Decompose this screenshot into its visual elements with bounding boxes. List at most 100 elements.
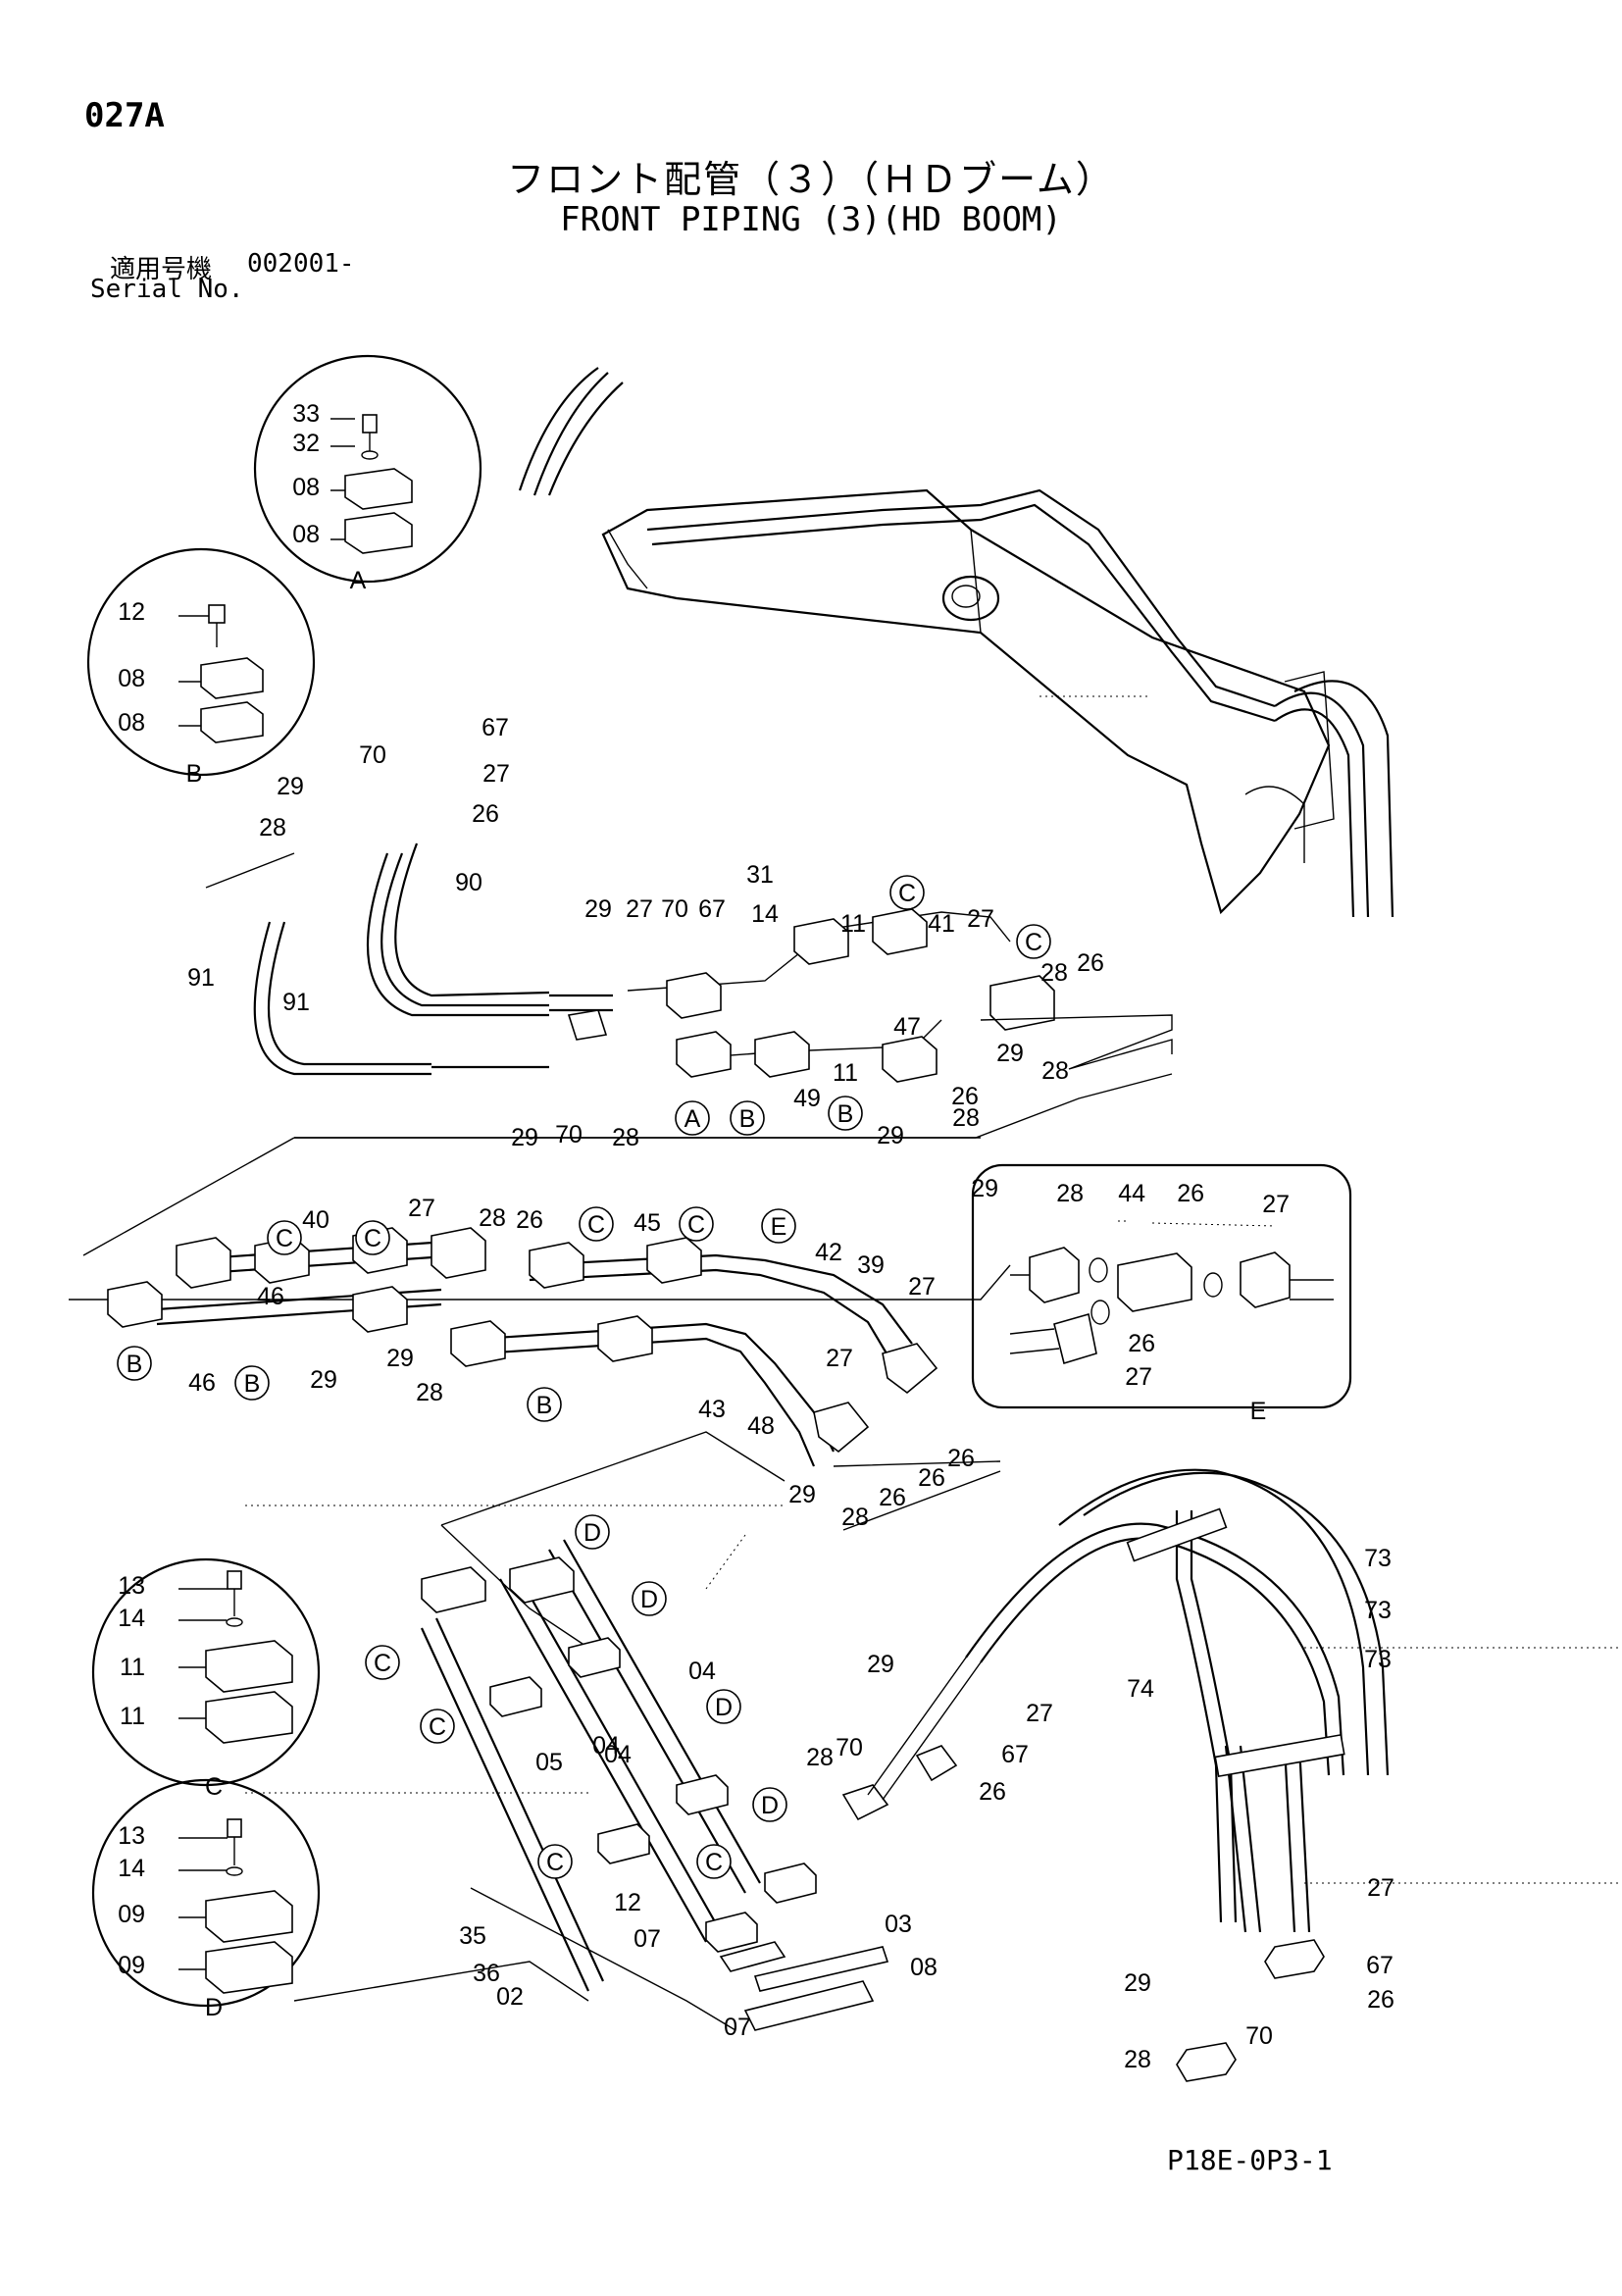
detail-c-part-label: 11 — [120, 1654, 145, 1681]
view-marker-d: D — [752, 1787, 787, 1822]
part-callout: 43 — [698, 1396, 726, 1423]
part-callout: 04 — [604, 1741, 632, 1768]
detail-b-part-label: 08 — [118, 665, 145, 692]
boom-outline — [518, 367, 1394, 918]
part-callout: 27 — [908, 1273, 936, 1301]
part-callout: 03 — [885, 1911, 912, 1938]
part-callout: 28 — [259, 814, 286, 842]
detail-e-part-label: 27 — [1125, 1363, 1152, 1391]
part-callout: 45 — [634, 1209, 661, 1237]
view-marker-letter: B — [127, 1351, 143, 1378]
view-marker-d: D — [632, 1581, 667, 1616]
view-marker-letter: D — [761, 1792, 779, 1819]
part-callout: 28 — [806, 1744, 834, 1771]
part-callout: 28 — [416, 1379, 443, 1406]
part-callout: 31 — [746, 861, 774, 889]
part-callout: 26 — [947, 1445, 975, 1472]
detail-c-part-label: 13 — [118, 1572, 145, 1600]
part-callout: 35 — [459, 1922, 486, 1950]
detail-c-part-label: 14 — [118, 1605, 145, 1632]
dotted-leaders — [245, 695, 1622, 1884]
detail-letter-b: B — [186, 760, 203, 788]
serial-label-japanese: 適用号機 — [110, 255, 213, 284]
part-callout: 26 — [1367, 1986, 1394, 2014]
part-callout: 90 — [455, 869, 482, 896]
part-callout: 12 — [614, 1889, 641, 1916]
part-callout: 29 — [310, 1366, 337, 1394]
view-marker-a: A — [675, 1100, 710, 1136]
part-callout: 73 — [1364, 1545, 1392, 1572]
view-marker-e: E — [761, 1208, 796, 1244]
part-callout: 28 — [1040, 959, 1068, 987]
part-callout: 67 — [482, 714, 509, 741]
part-callout: 74 — [1127, 1675, 1154, 1703]
part-callout: 70 — [836, 1734, 863, 1761]
detail-e-part-label: 28 — [1056, 1180, 1084, 1207]
part-callout: 29 — [386, 1345, 414, 1372]
view-marker-letter: C — [364, 1225, 381, 1252]
detail-a-part-label: 08 — [292, 474, 320, 501]
part-callout: 11 — [833, 1059, 858, 1087]
view-marker-c: C — [355, 1220, 390, 1255]
part-callout: 07 — [724, 2014, 751, 2041]
view-marker-c: C — [365, 1645, 400, 1680]
view-marker-c: C — [267, 1220, 302, 1255]
part-callout: 29 — [996, 1040, 1024, 1067]
view-marker-b: B — [117, 1346, 152, 1381]
part-callout: 39 — [857, 1251, 885, 1279]
part-callout: 47 — [893, 1013, 921, 1041]
part-callout: 26 — [979, 1778, 1006, 1806]
part-callout: 67 — [1001, 1741, 1029, 1768]
title-japanese: フロント配管（３）（ＨＤブーム） — [507, 158, 1115, 201]
detail-e-part-label: 26 — [1128, 1330, 1155, 1357]
view-marker-c: C — [537, 1844, 573, 1879]
part-callout: 36 — [473, 1960, 500, 1987]
title-english: FRONT PIPING (3)(HD BOOM) — [560, 200, 1062, 239]
part-callout: 46 — [188, 1369, 216, 1397]
part-callout: 28 — [612, 1124, 639, 1151]
view-marker-letter: B — [536, 1392, 553, 1419]
view-marker-letter: C — [687, 1211, 705, 1239]
part-callout: 11 — [840, 910, 866, 938]
part-callout: 26 — [951, 1083, 979, 1110]
view-marker-letter: B — [837, 1100, 854, 1128]
part-callout: 27 — [1367, 1874, 1394, 1902]
serial-value: 002001- — [247, 249, 355, 279]
view-marker-letter: A — [684, 1105, 701, 1133]
detail-b-part-label: 12 — [118, 598, 145, 626]
view-marker-c: C — [679, 1206, 714, 1242]
part-callout: 73 — [1364, 1597, 1392, 1624]
view-marker-letter: C — [705, 1849, 723, 1876]
view-marker-letter: D — [583, 1519, 601, 1547]
part-callout: 27 — [482, 760, 510, 788]
part-callout: 46 — [257, 1283, 284, 1310]
part-callout: 27 — [1026, 1700, 1053, 1727]
part-callout: 67 — [698, 895, 726, 923]
detail-d-part-label: 14 — [118, 1855, 145, 1882]
detail-letter-a: A — [350, 567, 367, 594]
page-code: 027A — [84, 96, 165, 135]
serial-label-english: Serial No. — [90, 275, 244, 304]
part-callout: 42 — [815, 1239, 842, 1266]
part-callout: 27 — [826, 1345, 853, 1372]
view-marker-b: B — [527, 1387, 562, 1422]
view-marker-letter: C — [587, 1211, 605, 1239]
detail-view-c — [91, 1557, 321, 1787]
view-marker-c: C — [420, 1709, 455, 1744]
view-marker-b: B — [730, 1100, 765, 1136]
part-callout: 28 — [841, 1504, 869, 1531]
view-marker-c: C — [1016, 924, 1051, 959]
view-marker-letter: B — [244, 1370, 261, 1398]
part-callout: 28 — [1041, 1057, 1069, 1085]
part-callout: 40 — [302, 1206, 329, 1234]
view-marker-b: B — [828, 1096, 863, 1131]
part-callout: 70 — [359, 741, 386, 769]
part-callout: 29 — [877, 1122, 904, 1149]
view-marker-d: D — [706, 1689, 741, 1724]
part-callout: 26 — [516, 1206, 543, 1234]
detail-a-part-label: 08 — [292, 521, 320, 548]
part-callout: 26 — [1077, 949, 1104, 977]
